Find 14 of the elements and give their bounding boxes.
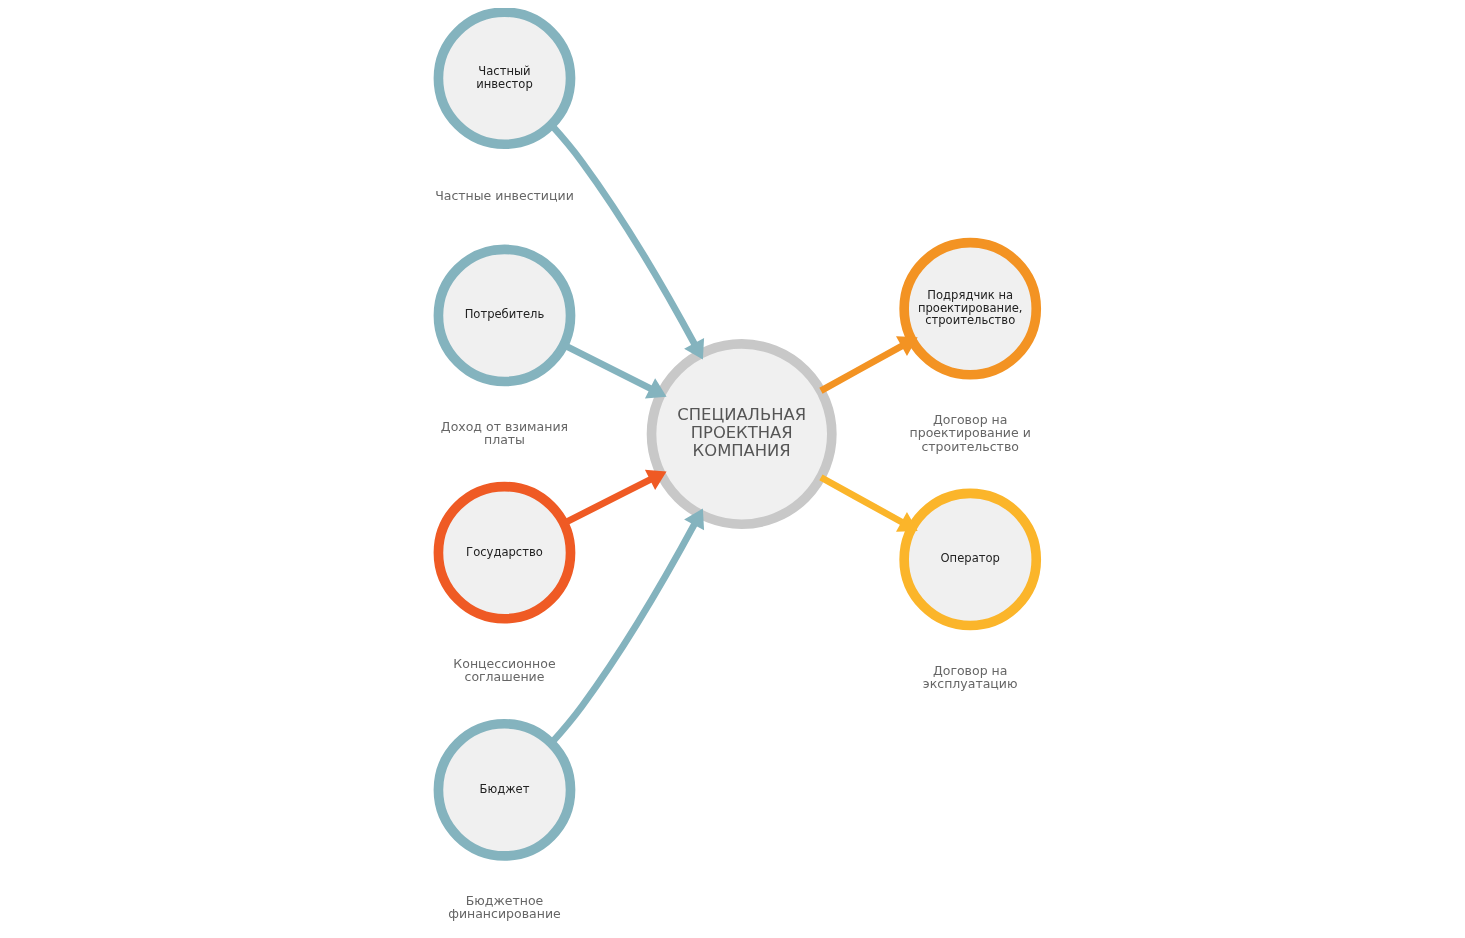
node-circle: Потребитель: [433, 244, 575, 387]
node-label: Частные инвестиции: [434, 188, 574, 204]
node-circle: Государство: [433, 481, 575, 624]
node-circle: Бюджет: [433, 718, 575, 861]
node-label: Концессионное соглашение: [452, 655, 556, 685]
node-circle: Оператор: [898, 488, 1041, 631]
node-circle: Подрядчик на проектирование, строительство: [898, 237, 1041, 380]
arrow: [818, 474, 918, 532]
node-label: Бюджетное финансирование: [447, 892, 561, 922]
node-label: Доход от взимания платы: [440, 418, 568, 448]
arrow: [818, 336, 918, 394]
node-label: Договор на эксплуатацию: [922, 662, 1018, 692]
node-circle: Частный инвестор: [433, 8, 575, 150]
node-label: Договор на проектирование и строительство: [909, 411, 1031, 454]
